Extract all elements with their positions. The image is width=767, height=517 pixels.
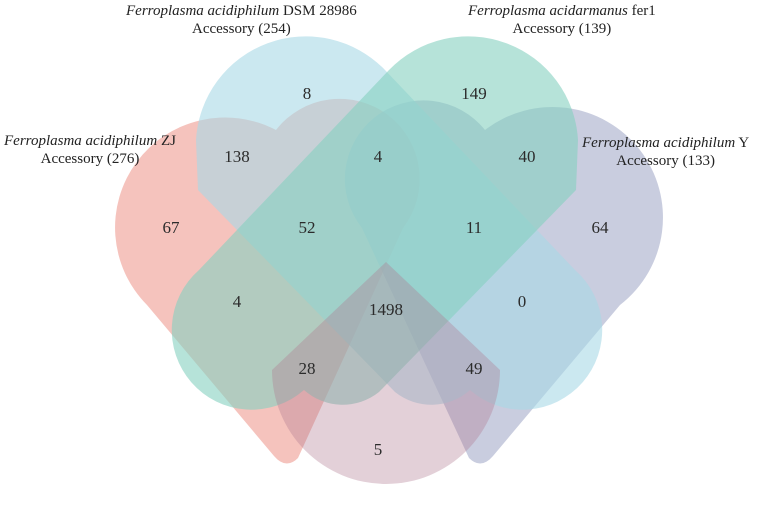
set-c-accessory: Accessory (276) xyxy=(40,151,140,167)
set-label-d: Ferroplasma acidiphilum Y Accessory (133… xyxy=(582,134,749,170)
bottom-lobe xyxy=(272,262,500,484)
region-count-a: 8 xyxy=(303,84,312,103)
set-label-b: Ferroplasma acidarmanus fer1 Accessory (… xyxy=(468,2,656,38)
region-count-b-c-d: 49 xyxy=(466,359,483,378)
region-count-d: 64 xyxy=(592,218,610,237)
region-count-a-b-d: 11 xyxy=(466,218,482,237)
set-b-accessory: Accessory (139) xyxy=(512,21,612,37)
region-count-a-c-d: 28 xyxy=(299,359,316,378)
region-count-b-c: 5 xyxy=(374,440,383,459)
region-count-a-d: 0 xyxy=(518,292,527,311)
region-count-a-b-c-d: 1498 xyxy=(369,300,403,319)
set-d-accessory: Accessory (133) xyxy=(616,153,715,169)
set-label-a: Ferroplasma acidiphilum DSM 28986 Access… xyxy=(126,2,357,38)
set-label-c: Ferroplasma acidiphilum ZJ Accessory (27… xyxy=(4,132,176,168)
set-a-strain: DSM 28986 xyxy=(282,3,357,19)
region-count-a-b: 4 xyxy=(374,147,383,166)
set-c-species: Ferroplasma acidiphilum xyxy=(4,133,158,149)
set-d-strain: Y xyxy=(738,135,750,151)
region-count-a-c: 138 xyxy=(224,147,250,166)
region-count-c: 67 xyxy=(163,218,181,237)
set-b-strain: fer1 xyxy=(631,3,656,19)
set-b-species: Ferroplasma acidarmanus xyxy=(468,3,628,19)
region-counts: 8 149 67 64 138 4 40 52 11 4 1498 0 28 49 5 xyxy=(163,84,610,459)
set-a-species: Ferroplasma acidiphilum xyxy=(126,3,280,19)
region-count-a-b-c: 52 xyxy=(299,218,316,237)
region-count-c-d: 4 xyxy=(233,292,242,311)
set-c-strain: ZJ xyxy=(160,133,176,149)
region-count-b-d: 40 xyxy=(519,147,536,166)
set-b-petal xyxy=(171,36,578,410)
set-a-accessory: Accessory (254) xyxy=(191,21,291,37)
region-count-b: 149 xyxy=(461,84,487,103)
set-d-species: Ferroplasma acidiphilum xyxy=(582,135,736,151)
